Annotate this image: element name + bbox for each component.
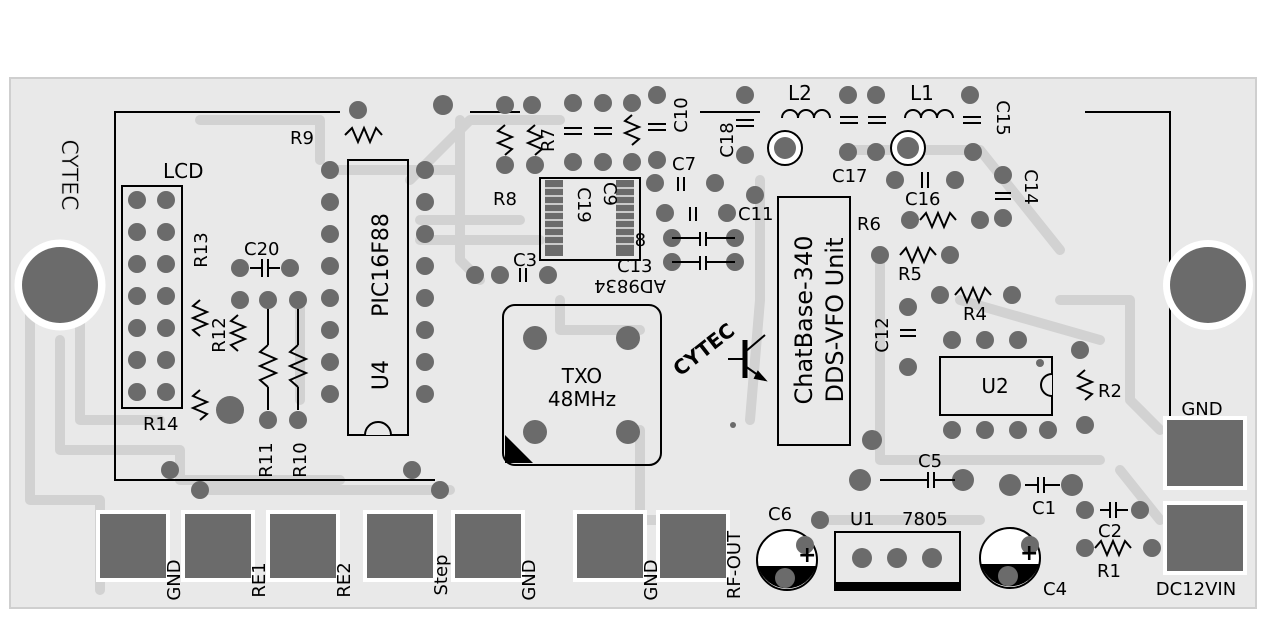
lcd-header-outline xyxy=(121,185,183,409)
lcd-header-pins xyxy=(128,191,175,401)
dds-part-label: AD9834 xyxy=(594,275,666,296)
silk-outline xyxy=(114,111,1171,481)
label-r13: R13 xyxy=(191,232,212,267)
svg-text:+: + xyxy=(1020,541,1038,566)
label-c7: C7 xyxy=(672,154,696,175)
label-r8: R8 xyxy=(493,189,517,210)
right-symbols xyxy=(840,116,1095,401)
label-c16: C16 xyxy=(905,189,940,210)
bottom-right-symbols xyxy=(880,472,1132,558)
label-c10: C10 xyxy=(671,97,692,132)
transistor-symbol xyxy=(728,334,768,382)
connector-label-gnd3: GND xyxy=(641,559,662,600)
cytec-side-label: CYTEC xyxy=(56,139,81,210)
regulator-part-label: 7805 xyxy=(902,509,948,530)
mounting-hole-left-pad xyxy=(22,247,98,323)
inductor-pads xyxy=(767,130,926,166)
mounting-holes xyxy=(14,239,1253,331)
label-r7: R7 xyxy=(538,128,559,152)
transistor-pad xyxy=(746,186,764,204)
label-r5: R5 xyxy=(898,264,922,285)
label-r10: R10 xyxy=(290,442,311,477)
connector-label-re1: RE1 xyxy=(249,562,270,597)
inductors xyxy=(781,109,954,119)
label-c6: C6 xyxy=(768,504,792,525)
regulator-tab xyxy=(835,582,960,590)
oscillator-freq-label: 48MHz xyxy=(548,387,616,411)
connector-label-gnd2: GND xyxy=(519,559,540,600)
mcu-ref-label: U4 xyxy=(369,360,394,390)
connector-label-re2: RE2 xyxy=(334,562,355,597)
label-c3: C3 xyxy=(513,250,537,271)
svg-text:+: + xyxy=(798,543,816,568)
electrolytic-c4: + xyxy=(979,527,1041,589)
oscillator-pins xyxy=(523,326,640,444)
label-r14: R14 xyxy=(143,414,178,435)
connector-pads xyxy=(96,416,1247,582)
top-symbols xyxy=(495,114,754,282)
label-l1: L1 xyxy=(910,81,934,105)
unit-label-box xyxy=(777,196,851,446)
label-r12: R12 xyxy=(209,317,230,352)
oscillator-pin1-marker xyxy=(505,435,533,463)
resistor-pads-left xyxy=(161,101,449,499)
label-c4: C4 xyxy=(1043,579,1067,600)
label-l2: L2 xyxy=(788,81,812,105)
label-c17: C17 xyxy=(832,166,867,187)
electrolytic-c6: + xyxy=(756,529,818,591)
label-c1: C1 xyxy=(1032,498,1056,519)
label-c2: C2 xyxy=(1098,521,1122,542)
regulator-pins xyxy=(852,548,942,568)
connector-label-gnd1: GND xyxy=(164,559,185,600)
oscillator-name-label: TXO xyxy=(561,364,602,388)
dds-chip xyxy=(539,177,641,261)
label-c20: C20 xyxy=(244,239,279,260)
label-r9: R9 xyxy=(290,128,314,149)
label-r1: R1 xyxy=(1097,561,1121,582)
unit-desc-label: DDS-VFO Unit xyxy=(821,237,849,402)
capacitor-c20 xyxy=(250,259,280,277)
u2-pins xyxy=(943,331,1057,439)
label-c12: C12 xyxy=(872,317,893,352)
label-r6: R6 xyxy=(857,214,881,235)
top-pads xyxy=(433,86,754,284)
label-c5: C5 xyxy=(918,451,942,472)
mcu-pins xyxy=(321,161,434,403)
label-r4: R4 xyxy=(963,304,987,325)
connector-label-dc-in: DC12VIN xyxy=(1156,579,1236,600)
label-c15: C15 xyxy=(992,100,1013,135)
resistor-symbols xyxy=(190,125,383,421)
label-c18: C18 xyxy=(717,122,738,157)
mounting-hole-right-pad xyxy=(1170,247,1246,323)
label-c19: C19 xyxy=(573,187,594,222)
label-c9: C9 xyxy=(599,182,620,206)
connector-label-gnd-power: GND xyxy=(1181,399,1222,420)
oscillator-outline xyxy=(502,304,662,466)
lcd-label: LCD xyxy=(163,159,204,183)
label-c13: C13 xyxy=(617,256,652,277)
label-c11: C11 xyxy=(738,204,773,225)
regulator-ref-label: U1 xyxy=(850,509,875,530)
label-r11: R11 xyxy=(256,442,277,477)
transistor-dot xyxy=(730,422,736,428)
label-r2: R2 xyxy=(1098,381,1122,402)
connector-label-rf-out: RF-OUT xyxy=(724,530,745,599)
u2-label: U2 xyxy=(981,374,1008,398)
connector-label-step: Step xyxy=(431,555,452,596)
mcu-part-label: PIC16F88 xyxy=(369,213,394,317)
right-pads xyxy=(839,86,1094,450)
label-c14: C14 xyxy=(1020,169,1041,204)
unit-name-label: ChatBase-340 xyxy=(790,236,818,405)
